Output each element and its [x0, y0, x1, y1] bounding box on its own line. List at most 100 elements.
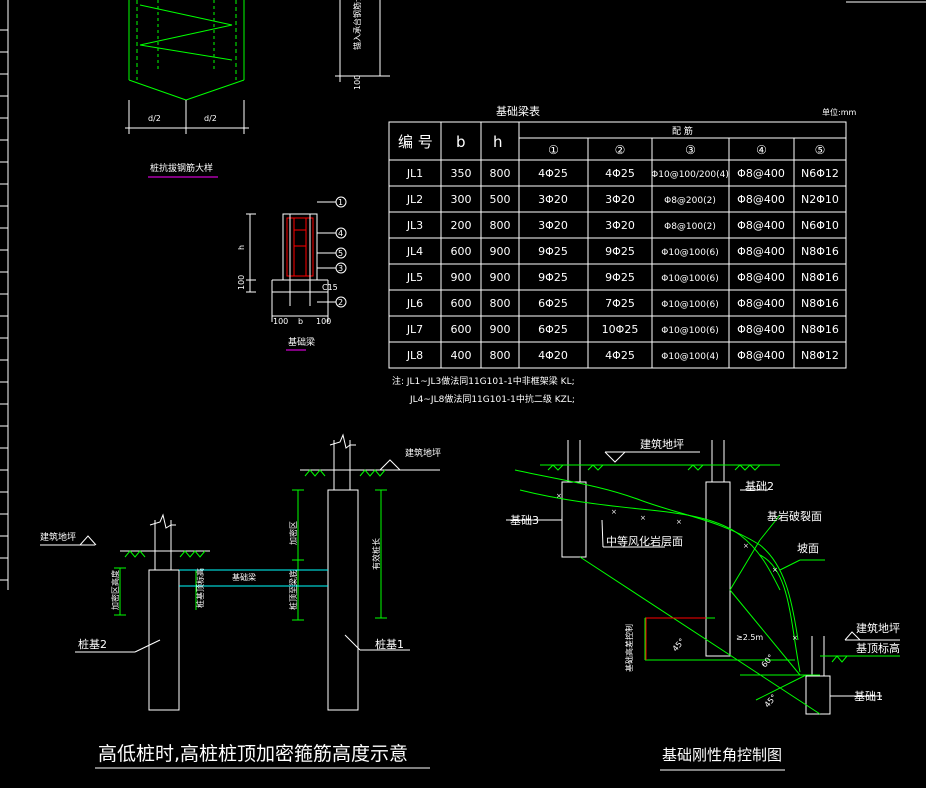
dim-left-text: d/2	[148, 114, 161, 123]
rigid-angle-diagram: ××××××× 建筑地坪 建筑地坪 基顶标高 基础3 基础2 基础1 基岩破裂面…	[506, 437, 900, 771]
cell-c3: Φ10@100(6)	[661, 274, 718, 284]
pile-rebar-detail: d/2 d/2 桩抗拔钢筋大样 100 锚入承台钢筋长度	[125, 0, 390, 178]
cell-c2: 7Φ25	[605, 297, 635, 310]
cell-c5: N8Φ12	[801, 349, 839, 362]
cell-b: 600	[451, 297, 472, 310]
found3-label: 基础3	[510, 514, 539, 527]
table-row: JL5 900 900 9Φ25 9Φ25 Φ10@100(6) Φ8@400 N8Φ16	[406, 271, 839, 284]
cell-b: 200	[451, 219, 472, 232]
cell-h: 800	[490, 349, 511, 362]
rigid-diagram-title: 基础刚性角控制图	[662, 746, 782, 764]
beam-label: 基础梁	[232, 572, 256, 582]
slope-label: 坡面	[797, 542, 819, 555]
found2-label: 基础2	[745, 480, 774, 493]
found1-label: 基础1	[854, 690, 883, 703]
cell-id: JL7	[406, 323, 423, 336]
cell-b: 600	[451, 323, 472, 336]
cell-c5: N6Φ10	[801, 219, 839, 232]
cell-c4: Φ8@400	[737, 193, 785, 206]
left-ruler	[0, 0, 9, 590]
rock-mark: ×	[772, 566, 778, 574]
section-marker-3: 3	[338, 264, 343, 273]
sub-header-1: ①	[548, 143, 559, 157]
cell-c4: Φ8@400	[737, 167, 785, 180]
cell-c2: 4Φ25	[605, 167, 635, 180]
cell-c2: 3Φ20	[605, 219, 635, 232]
cell-c1: 4Φ20	[538, 349, 568, 362]
grade-right-label-2: 建筑地坪	[856, 621, 900, 635]
pile-left-label: 桩基2	[78, 637, 107, 651]
cell-c1: 9Φ25	[538, 271, 568, 284]
sub-header-3: ③	[685, 143, 696, 157]
cell-c2: 9Φ25	[605, 271, 635, 284]
section-marker-5: 5	[338, 249, 343, 258]
rock-surface-label: 基岩破裂面	[767, 509, 822, 523]
section-marker-4: 4	[338, 229, 343, 238]
cell-c5: N6Φ12	[801, 167, 839, 180]
dim-mid-label: 桩基顶标高	[195, 568, 205, 608]
cell-c3: Φ8@100(2)	[664, 222, 716, 232]
angle1-label: 45°	[671, 637, 687, 654]
rock-mark: ×	[792, 634, 798, 642]
cell-h: 900	[490, 245, 511, 258]
section-marker-1: 1	[338, 198, 343, 207]
cell-c4: Φ8@400	[737, 245, 785, 258]
cell-c4: Φ8@400	[737, 219, 785, 232]
cell-c4: Φ8@400	[737, 297, 785, 310]
weathered-label: 中等风化岩层面	[606, 534, 683, 548]
table-row: JL3 200 800 3Φ20 3Φ20 Φ8@100(2) Φ8@400 N6Φ10	[406, 219, 839, 232]
cell-c3: Φ10@100(6)	[661, 326, 718, 336]
cell-c3: Φ10@100(6)	[661, 248, 718, 258]
dim-b-text: b	[298, 317, 303, 326]
dim-vertical-text: 100	[353, 75, 362, 90]
cell-h: 500	[490, 193, 511, 206]
cell-c2: 3Φ20	[605, 193, 635, 206]
cell-c1: 3Φ20	[538, 193, 568, 206]
dist-label: ≥2.5m	[736, 633, 763, 642]
cell-c5: N8Φ16	[801, 245, 839, 258]
cell-c2: 10Φ25	[602, 323, 639, 336]
dim-100b-text: 100	[273, 317, 288, 326]
cell-h: 800	[490, 297, 511, 310]
cell-c5: N8Φ16	[801, 271, 839, 284]
cell-id: JL3	[406, 219, 423, 232]
cell-c5: N8Φ16	[801, 297, 839, 310]
rock-mark: ×	[640, 514, 646, 522]
hdr-id: 编 号	[398, 133, 433, 151]
dim-note-text: 锚入承台钢筋长度	[352, 0, 362, 50]
cell-h: 900	[490, 271, 511, 284]
base-elev-label: 基顶标高	[856, 641, 900, 655]
rock-mark: ×	[556, 492, 562, 500]
cell-c1: 4Φ25	[538, 167, 568, 180]
cell-b: 900	[451, 271, 472, 284]
dim-right-text: d/2	[204, 114, 217, 123]
dim-right1-label: 加密区	[288, 521, 298, 545]
rebar-detail-caption: 桩抗拔钢筋大样	[150, 162, 213, 174]
dim-h-text: h	[237, 245, 246, 250]
dim-100-text: 100	[237, 275, 246, 290]
hdr-rebar: 配 筋	[672, 125, 693, 137]
cell-id: JL2	[406, 193, 423, 206]
cell-h: 800	[490, 219, 511, 232]
cell-c3: Φ10@100/200(4)	[651, 170, 729, 180]
grade-right-label: 建筑地坪	[405, 447, 441, 459]
cell-c4: Φ8@400	[737, 271, 785, 284]
cell-id: JL5	[406, 271, 423, 284]
angle2-label: 60°	[760, 653, 776, 670]
cell-c1: 9Φ25	[538, 245, 568, 258]
table-unit: 单位:mm	[822, 107, 856, 117]
cell-c1: 3Φ20	[538, 219, 568, 232]
vert-control-label: 基础高差控制	[624, 624, 634, 672]
cell-c1: 6Φ25	[538, 323, 568, 336]
cell-c3: Φ10@100(4)	[661, 352, 718, 362]
cell-b: 300	[451, 193, 472, 206]
sub-header-4: ④	[756, 143, 767, 157]
table-title: 基础梁表	[496, 104, 540, 118]
